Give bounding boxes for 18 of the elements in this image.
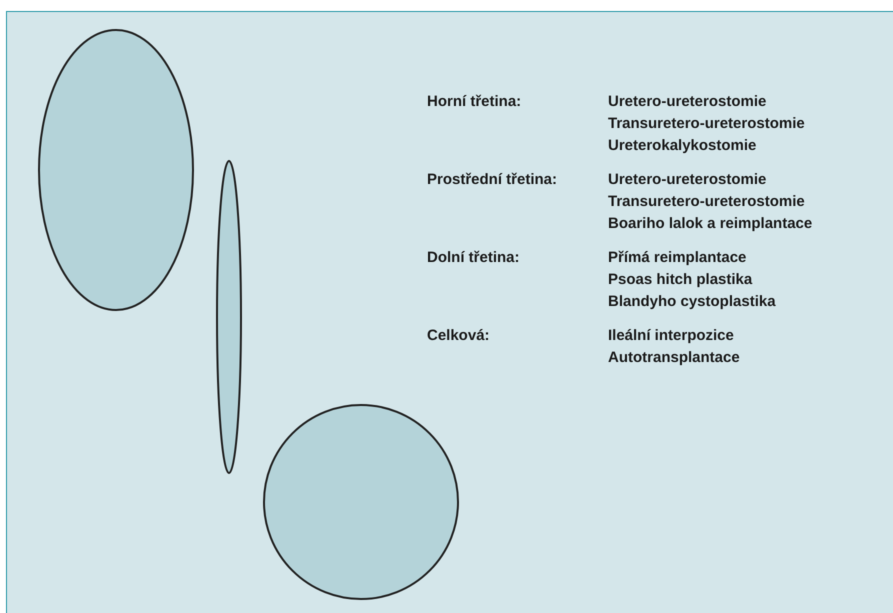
procedure-label: Autotransplantace [608, 348, 740, 368]
procedure-label: Boariho lalok a reimplantace [608, 214, 812, 234]
circle-shape [263, 404, 459, 600]
ellipse-shape [38, 29, 194, 311]
procedure-label: Uretero-ureterostomie [608, 170, 766, 190]
procedure-label: Uretero-ureterostomie [608, 92, 766, 112]
section-heading: Celková: [427, 326, 490, 346]
section-heading: Dolní třetina: [427, 248, 520, 268]
procedure-label: Přímá reimplantace [608, 248, 746, 268]
procedure-label: Psoas hitch plastika [608, 270, 752, 290]
procedure-label: Transuretero-ureterostomie [608, 114, 805, 134]
section-heading: Prostřední třetina: [427, 170, 558, 190]
procedure-label: Blandyho cystoplastika [608, 292, 776, 312]
procedure-label: Ureterokalykostomie [608, 136, 756, 156]
procedure-label: Ileální interpozice [608, 326, 734, 346]
procedure-label: Transuretero-ureterostomie [608, 192, 805, 212]
section-heading: Horní třetina: [427, 92, 522, 112]
ellipse-shape [216, 160, 242, 474]
